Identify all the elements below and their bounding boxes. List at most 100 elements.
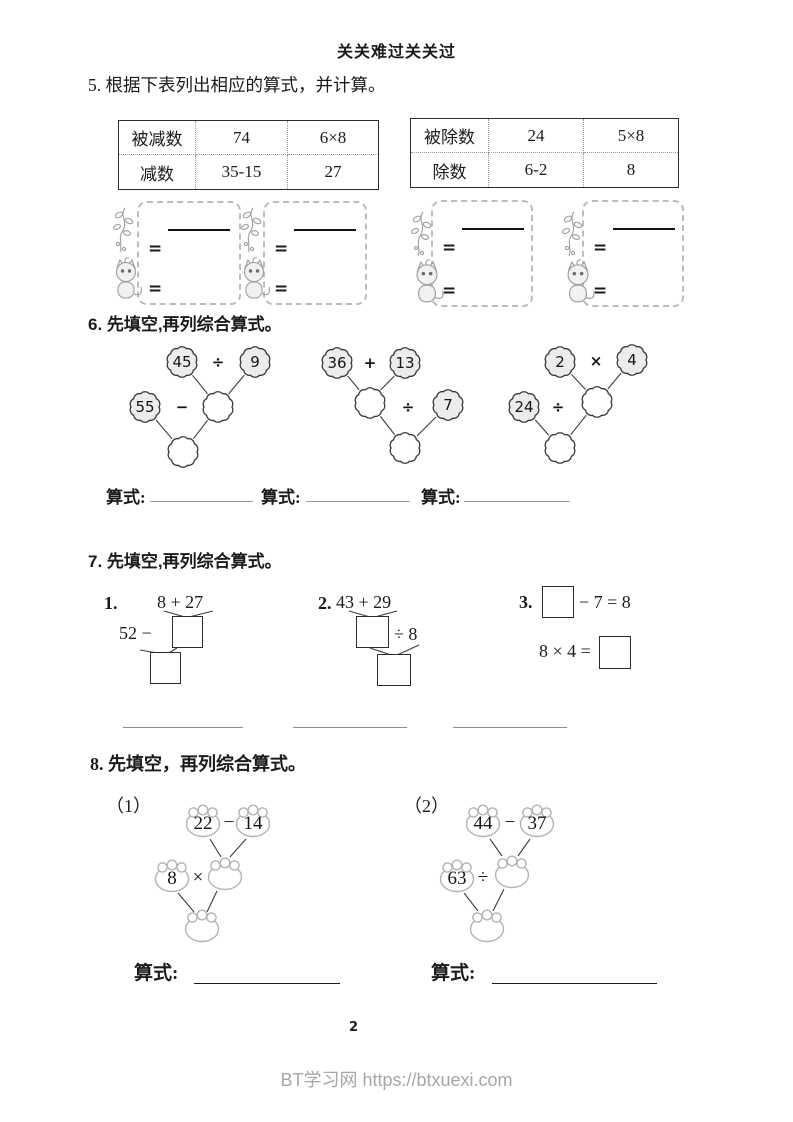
paw-blank xyxy=(494,855,530,889)
flower-blank xyxy=(544,432,576,464)
flower-number: 4 xyxy=(627,351,637,369)
answer-blank xyxy=(293,727,407,728)
equals-sign: = xyxy=(148,239,163,259)
equals-sign: = xyxy=(148,279,163,299)
answer-card: = = xyxy=(263,201,367,305)
q8-paw-diagram-2: 44 − 37 63 ÷ xyxy=(439,804,555,943)
fill-in-box xyxy=(356,616,389,648)
item-number: 2. xyxy=(318,593,332,613)
operator: − xyxy=(505,812,516,833)
operator: ÷ xyxy=(552,398,565,416)
flower-number: 45 xyxy=(172,353,191,371)
q5-table-right: 被除数 24 5×8 除数 6-2 8 xyxy=(410,118,679,188)
q7-title: 7. 先填空,再列综合算式。 xyxy=(88,552,282,571)
expression-blank xyxy=(194,983,340,984)
paw-blank xyxy=(469,909,505,943)
expression-label: 算式: xyxy=(431,963,476,984)
equals-sign: = xyxy=(593,281,608,301)
fill-in-box xyxy=(599,636,631,669)
flower-number: 55 xyxy=(135,398,154,416)
flower-blank xyxy=(389,432,421,464)
table-cell: 24 xyxy=(489,119,584,153)
operator: × xyxy=(590,352,603,370)
equals-sign: = xyxy=(593,238,608,258)
operator: ÷ xyxy=(402,398,415,416)
table-cell: 6×8 xyxy=(288,121,378,155)
page-title: 关关难过关关过 xyxy=(337,44,457,61)
vine-icon xyxy=(113,207,134,253)
item-number: 3. xyxy=(519,592,533,612)
operator: ÷ xyxy=(212,353,225,371)
table-cell: 被减数 xyxy=(119,121,196,155)
answer-card: = = xyxy=(137,201,241,305)
flower-number: 13 xyxy=(395,354,414,372)
answer-line xyxy=(294,229,356,231)
table-cell: 8 xyxy=(626,160,636,179)
expression-blank xyxy=(464,501,570,502)
answer-line xyxy=(168,229,230,231)
flower-number: 36 xyxy=(327,354,346,372)
equals-sign: = xyxy=(442,238,457,258)
vine-icon xyxy=(241,207,262,253)
vine-icon xyxy=(411,211,432,257)
cat-icon xyxy=(115,257,142,299)
expression-label: 算式: xyxy=(421,488,461,507)
answer-blank xyxy=(123,727,243,728)
q8-paw-diagram-1: 22 − 14 8 × xyxy=(154,804,271,943)
item-number: 1. xyxy=(104,593,118,613)
q5-table-left: 被减数 74 6×8 减数 35-15 27 xyxy=(118,120,379,190)
expression-blank xyxy=(306,501,410,502)
expression-label: 算式: xyxy=(106,488,146,507)
flower-number: 7 xyxy=(443,396,453,414)
paw-blank xyxy=(207,857,243,891)
flower-blank xyxy=(202,391,234,423)
page-number: 2 xyxy=(349,1020,359,1035)
expression-top: 43 + 29 xyxy=(336,592,392,612)
q5-title: 5. 根据下表列出相应的算式，并计算。 xyxy=(88,75,386,95)
table-cell: 6-2 xyxy=(489,153,584,187)
expression-top: 8 + 27 xyxy=(157,592,204,612)
flower-blank xyxy=(167,436,199,468)
paw-number: 8 xyxy=(167,868,177,889)
equation-text: 8 × 4 = xyxy=(539,641,591,661)
paw-blank xyxy=(184,909,220,943)
operator: + xyxy=(364,354,377,372)
equals-sign: = xyxy=(274,279,289,299)
answer-card: = = xyxy=(431,200,533,307)
table-cell: 74 xyxy=(196,121,288,155)
table-cell: 5×8 xyxy=(584,119,678,153)
table-cell: 被除数 xyxy=(411,119,489,153)
cat-icon xyxy=(567,259,595,303)
q8-title: 8. 先填空，再列综合算式。 xyxy=(90,754,306,774)
table-cell: 减数 xyxy=(119,155,196,189)
answer-line xyxy=(462,228,524,230)
answer-card: = = xyxy=(582,200,684,307)
operator: − xyxy=(176,398,189,416)
fill-in-box xyxy=(377,654,411,686)
answer-blank xyxy=(453,727,567,728)
cat-icon xyxy=(243,257,270,299)
item-number: （2） xyxy=(404,796,449,816)
table-cell: 除数 xyxy=(411,153,489,187)
paw-number: 14 xyxy=(244,813,264,834)
cat-icon xyxy=(416,259,444,303)
table-cell: 27 xyxy=(324,162,342,181)
item-number: （1） xyxy=(106,796,151,816)
expression-blank xyxy=(150,501,253,502)
q6-flower-diagrams: 45 ÷ 9 55 − 36 + 13 ÷ 7 2 × 4 24 ÷ xyxy=(129,344,648,468)
operator: ÷ xyxy=(478,867,488,888)
q6-title: 6. 先填空,再列综合算式。 xyxy=(88,315,282,334)
vine-icon xyxy=(562,211,583,257)
expression-label: 算式: xyxy=(261,488,301,507)
flower-number: 2 xyxy=(555,353,565,371)
operator: × xyxy=(193,867,204,888)
fill-in-box xyxy=(150,652,181,684)
equals-sign: = xyxy=(442,281,457,301)
expression-blank xyxy=(492,983,657,984)
expression-right: ÷ 8 xyxy=(394,624,418,644)
expression-label: 算式: xyxy=(134,963,179,984)
table-cell: 35-15 xyxy=(196,155,288,189)
paw-number: 44 xyxy=(474,813,494,834)
site-watermark: BT学习网 https://btxuexi.com xyxy=(280,1070,513,1090)
